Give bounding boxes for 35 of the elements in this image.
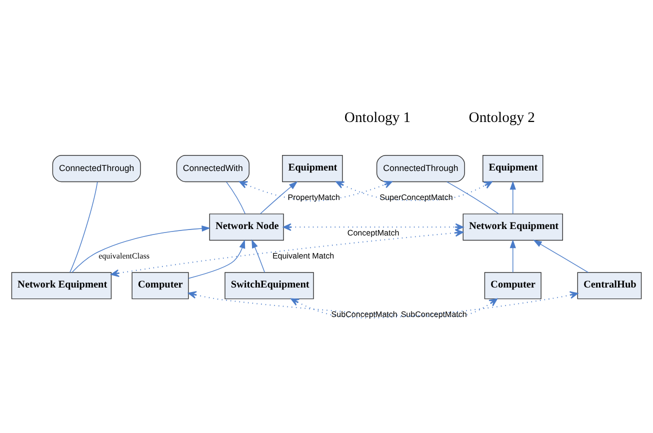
label: Ontology 2 bbox=[468, 110, 536, 126]
node-box: Equipment bbox=[282, 155, 343, 182]
arrow bbox=[510, 239, 516, 273]
connector bbox=[226, 182, 246, 214]
edge-label: SuperConceptMatch bbox=[380, 192, 453, 202]
arrow bbox=[188, 240, 246, 279]
arrow bbox=[252, 239, 265, 273]
node-box: ConnectedThrough bbox=[376, 155, 465, 182]
edge-label: Equivalent Match bbox=[272, 251, 334, 260]
node-box: Computer bbox=[484, 272, 542, 300]
arrow bbox=[260, 181, 298, 214]
node-box: Equipment bbox=[482, 155, 544, 182]
node-box: CentralHub bbox=[577, 272, 642, 300]
edge-label: PropertyMatch bbox=[288, 192, 340, 202]
arrow bbox=[188, 291, 498, 318]
arrow bbox=[283, 223, 464, 231]
arrow bbox=[239, 180, 392, 202]
node-box: ConnectedThrough bbox=[52, 155, 141, 182]
node-box: Network Equipment bbox=[462, 214, 563, 241]
node-box: SwitchEquipment bbox=[224, 272, 314, 300]
arrow bbox=[110, 229, 464, 277]
arrow bbox=[533, 240, 589, 273]
arrow bbox=[72, 225, 211, 273]
edge-label: ConceptMatch bbox=[347, 228, 400, 238]
connector bbox=[446, 181, 500, 214]
node-box: ConnectedWith bbox=[176, 155, 250, 182]
arrow bbox=[290, 291, 578, 318]
node-box: Computer bbox=[132, 272, 189, 300]
connector bbox=[70, 182, 98, 273]
node-box: Network Equipment bbox=[11, 272, 112, 300]
arrow bbox=[336, 181, 492, 201]
node-box: Network Node bbox=[209, 214, 284, 241]
edge-label: equivalentClass bbox=[98, 251, 150, 260]
label: Ontology 1 bbox=[344, 110, 411, 126]
arrow bbox=[510, 180, 516, 214]
